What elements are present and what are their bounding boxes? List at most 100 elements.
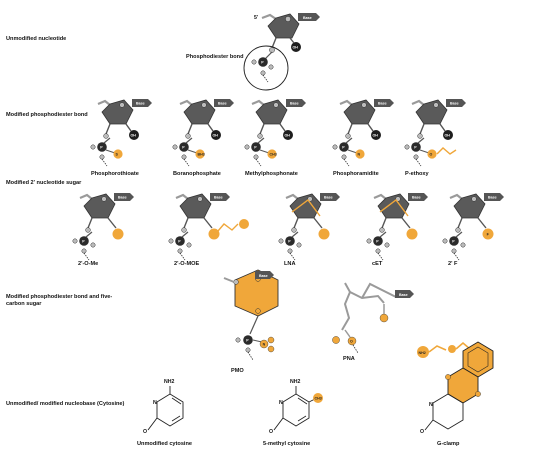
p-label: P xyxy=(178,240,181,244)
base-label: Base xyxy=(214,196,223,200)
sugar-mod-label: 2' F xyxy=(448,261,458,267)
p-label: P xyxy=(261,61,264,65)
pna-base-arrow xyxy=(395,290,414,298)
pna-structure: Base O PNA xyxy=(332,282,414,362)
sugar-mods-row: BaseP2'-O-MeBaseP2'-O-MOEBasePLNABasePcE… xyxy=(72,193,504,267)
gclamp-n: N xyxy=(429,402,433,408)
base-arrow xyxy=(210,193,230,201)
modified-atom xyxy=(427,149,437,159)
phosphorus-atom xyxy=(258,57,268,67)
gclamp-nh2-label: NH2 xyxy=(419,351,426,355)
p-label: P xyxy=(288,240,291,244)
phosphorus-atom xyxy=(97,142,107,152)
methyl-cytosine-label: 5-methyl cytosine xyxy=(263,441,310,447)
oh-atom xyxy=(371,130,381,140)
base-arrow xyxy=(132,99,152,107)
modified-atom xyxy=(355,149,365,159)
oh-atom xyxy=(443,130,453,140)
p-label: P xyxy=(342,146,345,150)
base-arrow xyxy=(286,99,306,107)
p-label: P xyxy=(254,146,257,150)
pmo-n-label: N xyxy=(263,343,266,347)
modified-atom xyxy=(195,149,205,159)
base-arrow xyxy=(214,99,234,107)
modified-2prime-atom xyxy=(208,228,220,240)
modified-2prime-atom xyxy=(112,228,124,240)
base-arrow xyxy=(320,193,340,201)
phosphorus-atom xyxy=(285,236,295,246)
oh-atom xyxy=(291,42,301,52)
phosphorus-atom xyxy=(175,236,185,246)
p-label: P xyxy=(414,146,417,150)
pna-base-label: Base xyxy=(399,293,408,297)
base-arrow xyxy=(408,193,428,201)
oh-label: OH xyxy=(445,134,451,138)
oh-atom xyxy=(129,130,139,140)
pna-nh-label: O xyxy=(350,340,353,344)
modified-atom-label: CH3 xyxy=(270,153,277,157)
p-label: P xyxy=(376,240,379,244)
sugar-ring xyxy=(267,13,300,39)
unmodified-nucleotide: 5' Base OH P Phosphodiester bond xyxy=(186,13,320,91)
methyl-cytosine: NH2 CH3 N O 5-methyl cytosine xyxy=(263,379,323,447)
pmo-structure: Base P N PMO xyxy=(223,269,279,374)
pmo-phosphorus xyxy=(243,335,253,345)
cytosine-n3: N xyxy=(153,400,157,406)
row-label-unmodified-nucleotide: Unmodified nucleotide xyxy=(6,36,67,42)
p-label: P xyxy=(452,240,455,244)
modified-atom-label: O xyxy=(430,153,433,157)
phosphorus-atom xyxy=(373,236,383,246)
pmo-base-arrow xyxy=(255,271,274,279)
phosphodiester-mod-label: P-ethoxy xyxy=(405,171,430,177)
pmo-label: PMO xyxy=(231,368,244,374)
phosphorus-atom xyxy=(449,236,459,246)
phosphodiester-mod-label: Boranophosphate xyxy=(173,171,221,177)
base-arrow xyxy=(374,99,394,107)
pna-nh-atom xyxy=(347,336,357,346)
phosphodiester-mods-row: BaseOHPSPhosphorothioateBaseOHPBH3Borano… xyxy=(90,99,466,177)
phosphorus-atom xyxy=(411,142,421,152)
phosphodiester-bond-label: Phosphodiester bond xyxy=(186,54,244,60)
row-label-nucleobase: Unmodified/ modified nucleobase (Cytosin… xyxy=(6,401,125,407)
row-label-modified-phosphodiester-bond: Modified phosphodiester bond xyxy=(6,112,88,118)
base-label: Base xyxy=(488,196,497,200)
phosphodiester-mod-label: Phosphoramidite xyxy=(333,171,379,177)
base-label: Base xyxy=(412,196,421,200)
mc-methyl-label: CH3 xyxy=(315,397,322,401)
base-label: Base xyxy=(118,196,127,200)
five-prime-label: 5' xyxy=(254,15,258,21)
base-arrow xyxy=(114,193,134,201)
row-label-modified-bond-and-sugar: Modified phosphodiester bond and five-ca… xyxy=(6,294,113,307)
mc-methyl-atom xyxy=(313,393,323,403)
pna-o-atom xyxy=(379,313,389,323)
base-arrow xyxy=(484,193,504,201)
base-label: Base xyxy=(290,102,299,106)
modified-atom-label: N xyxy=(358,153,361,157)
morpholino-ring xyxy=(234,269,279,317)
modified-2prime-atom xyxy=(318,228,330,240)
phosphorus-atom xyxy=(179,142,189,152)
oh-atom xyxy=(283,130,293,140)
modified-2prime-atom xyxy=(406,228,418,240)
gclamp-nh2-atom xyxy=(417,346,429,358)
sugar-mod-label: LNA xyxy=(284,261,296,267)
base-label: Base xyxy=(303,16,312,20)
base-arrow xyxy=(298,13,320,21)
p-label: P xyxy=(100,146,103,150)
sugar-mod-label: 2'-O-Me xyxy=(78,261,98,267)
p-label: P xyxy=(82,240,85,244)
oh-label: OH xyxy=(285,134,291,138)
sugar-mod-label: cET xyxy=(372,261,383,267)
p-label: P xyxy=(182,146,185,150)
oh-label: OH xyxy=(131,134,137,138)
g-clamp-label: G-clamp xyxy=(437,441,460,447)
unmodified-cytosine-label: Unmodified cytosine xyxy=(137,441,192,447)
